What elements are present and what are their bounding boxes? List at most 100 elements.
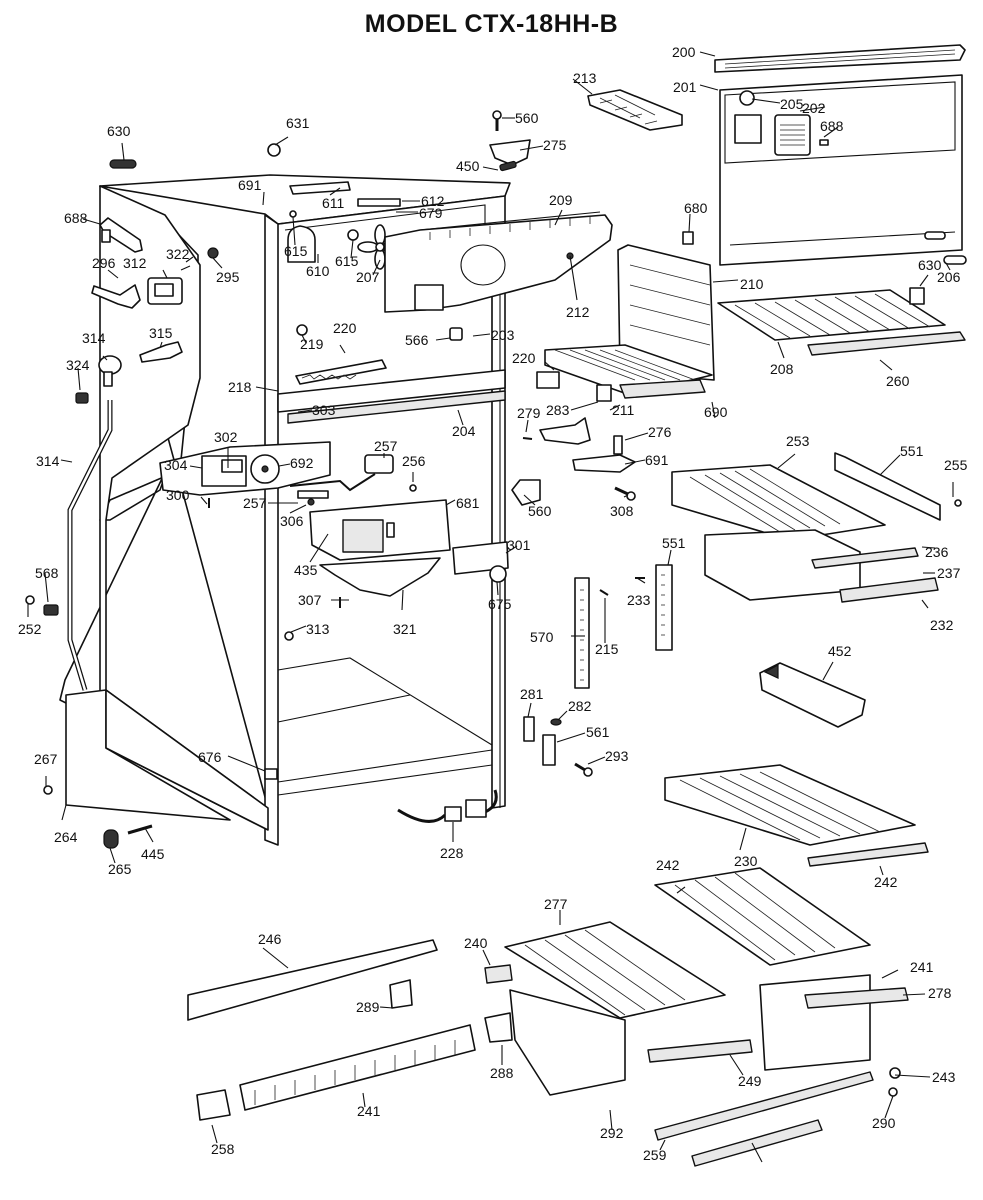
part-label-257-b[interactable]: 306 xyxy=(280,513,304,529)
part-label-288[interactable]: 241 xyxy=(357,1103,381,1119)
part-label-610[interactable]: 610 xyxy=(306,263,330,279)
part-label-249[interactable]: 243 xyxy=(932,1069,956,1085)
part-label-680[interactable]: 212 xyxy=(566,304,590,320)
part-label-313[interactable]: 314 xyxy=(36,453,60,469)
part-label-211[interactable]: 690 xyxy=(704,404,728,420)
part-label-240[interactable]: 241 xyxy=(910,959,934,975)
part-label-257-a[interactable]: 256 xyxy=(402,453,426,469)
part-label-252[interactable]: 253 xyxy=(786,433,810,449)
part-label-691-middle[interactable]: 303 xyxy=(312,402,336,418)
part-label-613[interactable]: 207 xyxy=(356,269,380,285)
part-label-293[interactable]: 676 xyxy=(198,749,222,765)
part-label-241-right[interactable]: 278 xyxy=(928,985,952,1001)
part-label-277[interactable]: 246 xyxy=(258,931,282,947)
part-label-213[interactable]: 213 xyxy=(573,70,597,86)
part-label-210[interactable]: 630 xyxy=(918,257,942,273)
part-label-688-cover[interactable]: 688 xyxy=(820,118,844,134)
part-label-560-top[interactable]: 560 xyxy=(515,110,539,126)
part-label-314-upper[interactable]: 324 xyxy=(66,357,90,373)
part-label-242-right[interactable]: 242 xyxy=(656,857,680,873)
part-label-230[interactable]: 242 xyxy=(874,874,898,890)
part-label-307[interactable]: 321 xyxy=(393,621,417,637)
part-label-209[interactable]: 680 xyxy=(684,200,708,216)
part-label-615-b[interactable]: 615 xyxy=(335,253,359,269)
part-label-208[interactable]: 260 xyxy=(886,373,910,389)
part-label-450[interactable]: 450 xyxy=(456,158,480,174)
part-label-201[interactable]: 201 xyxy=(673,79,697,95)
part-label-688-side[interactable]: 322 xyxy=(166,246,190,262)
part-label-233[interactable]: 570 xyxy=(530,629,554,645)
part-label-630-right[interactable]: 206 xyxy=(937,269,961,285)
part-label-275[interactable]: 275 xyxy=(543,137,567,153)
part-label-630-left[interactable]: 630 xyxy=(107,123,131,139)
part-label-281[interactable]: 282 xyxy=(568,698,592,714)
part-label-200[interactable]: 200 xyxy=(672,44,696,60)
part-label-267[interactable]: 264 xyxy=(54,829,78,845)
part-label-215[interactable]: 452 xyxy=(828,643,852,659)
part-label-302[interactable]: 304 xyxy=(164,457,188,473)
part-label-681[interactable]: 435 xyxy=(294,562,318,578)
part-label-551-ladder[interactable]: 233 xyxy=(627,592,651,608)
part-label-676[interactable]: 267 xyxy=(34,751,58,767)
part-label-452[interactable]: 281 xyxy=(520,686,544,702)
part-label-691-top[interactable]: 691 xyxy=(238,177,262,193)
part-label-289[interactable]: 288 xyxy=(490,1065,514,1081)
part-label-296[interactable]: 312 xyxy=(123,255,147,271)
part-label-308[interactable]: 301 xyxy=(507,537,531,553)
part-label-282[interactable]: 561 xyxy=(586,724,610,740)
part-label-219[interactable]: 220 xyxy=(333,320,357,336)
part-label-321[interactable]: 313 xyxy=(306,621,330,637)
part-label-312[interactable]: 315 xyxy=(149,325,173,341)
part-label-279[interactable]: 276 xyxy=(648,424,672,440)
part-label-241-left[interactable]: 249 xyxy=(738,1073,762,1089)
part-label-306[interactable]: 681 xyxy=(456,495,480,511)
part-label-570[interactable]: 215 xyxy=(595,641,619,657)
part-label-615-a[interactable]: 615 xyxy=(284,243,308,259)
part-label-303[interactable]: 302 xyxy=(214,429,238,445)
part-label-243[interactable]: 292 xyxy=(600,1125,624,1141)
part-label-561[interactable]: 293 xyxy=(605,748,629,764)
part-label-206[interactable]: 208 xyxy=(770,361,794,377)
part-label-220-center[interactable]: 283 xyxy=(546,402,570,418)
part-label-212[interactable]: 210 xyxy=(740,276,764,292)
part-label-301[interactable]: 675 xyxy=(488,596,512,612)
part-label-551-rail[interactable]: 255 xyxy=(944,457,968,473)
part-label-253[interactable]: 551 xyxy=(900,443,924,459)
part-label-612[interactable]: 612 xyxy=(421,193,445,209)
part-label-304[interactable]: 692 xyxy=(290,455,314,471)
part-label-692[interactable]: 300 xyxy=(166,487,190,503)
part-label-315[interactable]: 314 xyxy=(82,330,106,346)
part-label-435[interactable]: 560 xyxy=(528,503,552,519)
part-label-203[interactable]: 218 xyxy=(228,379,252,395)
part-label-260[interactable]: 688 xyxy=(64,210,88,226)
part-label-236[interactable]: 237 xyxy=(937,565,961,581)
part-label-207[interactable]: 209 xyxy=(549,192,573,208)
part-label-258[interactable]: 259 xyxy=(643,1147,667,1163)
part-label-278[interactable]: 289 xyxy=(356,999,380,1015)
part-label-322[interactable]: 295 xyxy=(216,269,240,285)
part-label-631[interactable]: 631 xyxy=(286,115,310,131)
part-label-314-lower[interactable]: 568 xyxy=(35,565,59,581)
part-label-218[interactable]: 204 xyxy=(452,423,476,439)
part-label-242-left[interactable]: 277 xyxy=(544,896,568,912)
part-label-283[interactable]: 211 xyxy=(612,402,635,418)
part-label-265[interactable]: 445 xyxy=(141,846,165,862)
part-label-445[interactable]: 228 xyxy=(440,845,464,861)
part-label-300[interactable]: 257 xyxy=(374,438,398,454)
part-label-202[interactable]: 202 xyxy=(802,100,826,116)
part-label-690[interactable]: 279 xyxy=(517,405,541,421)
part-label-276[interactable]: 691 xyxy=(645,452,669,468)
part-label-205[interactable]: 205 xyxy=(780,96,804,112)
part-label-675[interactable]: 307 xyxy=(298,592,322,608)
part-label-292[interactable]: 290 xyxy=(872,1115,896,1131)
part-label-204[interactable]: 220 xyxy=(512,350,536,366)
part-label-324[interactable]: 219 xyxy=(300,336,324,352)
part-label-566[interactable]: 203 xyxy=(491,327,515,343)
part-label-290[interactable]: 258 xyxy=(211,1141,235,1157)
part-label-246[interactable]: 240 xyxy=(464,935,488,951)
part-label-256[interactable]: 257 xyxy=(243,495,267,511)
part-label-220-freezer[interactable]: 566 xyxy=(405,332,429,348)
part-label-255[interactable]: 236 xyxy=(925,544,949,560)
part-label-295[interactable]: 296 xyxy=(92,255,116,271)
part-label-560-hinge[interactable]: 308 xyxy=(610,503,634,519)
